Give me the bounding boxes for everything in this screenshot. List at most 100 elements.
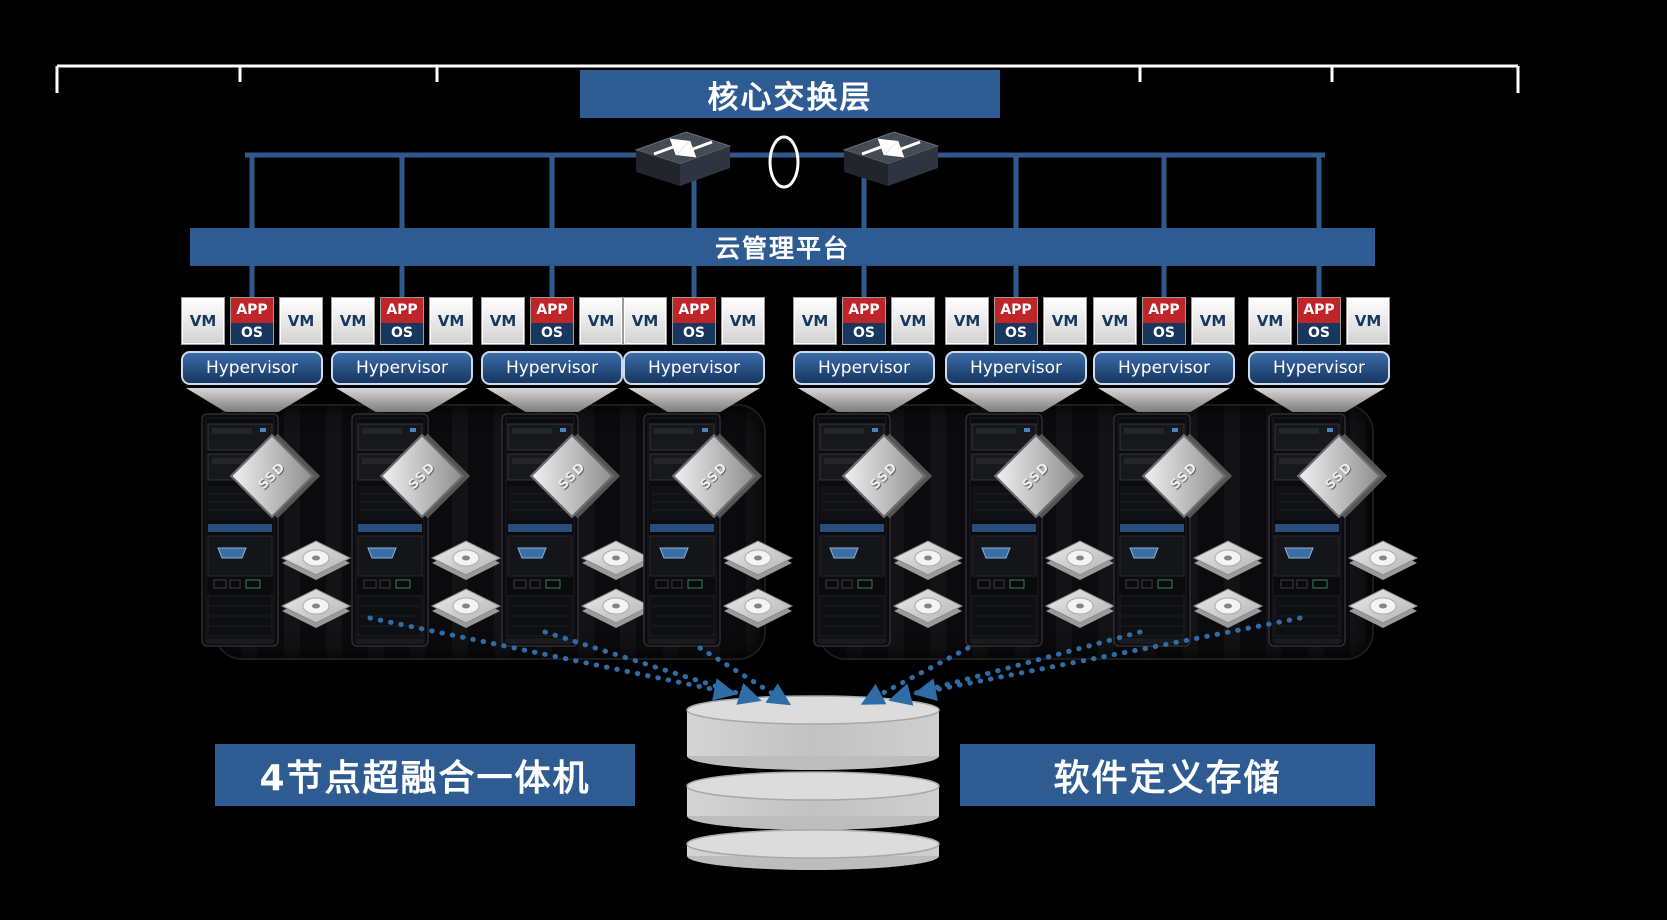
funnel-arrow-icon [186, 388, 318, 412]
node-group: VM APP OS VM Hypervisor [1093, 297, 1235, 412]
node-group: VM APP OS VM Hypervisor [1248, 297, 1390, 412]
os-label: OS [673, 322, 715, 344]
vm-label: VM [189, 312, 217, 330]
vm-label: VM [1199, 312, 1227, 330]
vm-label: VM [631, 312, 659, 330]
connector-lines [245, 152, 1325, 299]
funnel-arrow-icon [950, 388, 1082, 412]
hyperconverged-label: 4节点超融合一体机 [259, 758, 591, 799]
node-group: VM APP OS VM Hypervisor [793, 297, 935, 412]
sds-banner: 软件定义存储 [960, 744, 1375, 806]
ssd-label: SSD [1019, 459, 1053, 493]
vm-box: VM [181, 297, 225, 345]
ssd-label: SSD [867, 459, 901, 493]
hypervisor-label: Hypervisor [647, 358, 741, 378]
core-switch-icon [844, 132, 938, 186]
os-label: OS [995, 322, 1037, 344]
vm-box: VM [579, 297, 623, 345]
vm-label: VM [953, 312, 981, 330]
funnel-arrow-icon [628, 388, 760, 412]
vm-box: VM [721, 297, 765, 345]
vm-box: VM [1191, 297, 1235, 345]
os-label: OS [1143, 322, 1185, 344]
os-label: OS [231, 322, 273, 344]
app-os-box: APP OS [230, 297, 274, 345]
vm-label: VM [1051, 312, 1079, 330]
app-label: APP [231, 298, 273, 323]
core-switch-label: 核心交换层 [707, 79, 873, 116]
ssd-label: SSD [405, 459, 439, 493]
vm-box: VM [331, 297, 375, 345]
hypervisor-bar: Hypervisor [945, 351, 1087, 385]
vm-box: VM [1346, 297, 1390, 345]
hypervisor-bar: Hypervisor [1248, 351, 1390, 385]
vm-label: VM [1256, 312, 1284, 330]
vm-box: VM [279, 297, 323, 345]
funnel-arrow-icon [486, 388, 618, 412]
storage-cylinder [686, 829, 940, 870]
hypervisor-bar: Hypervisor [481, 351, 623, 385]
ssd-label: SSD [1167, 459, 1201, 493]
hypervisor-label: Hypervisor [1272, 358, 1366, 378]
app-os-box: APP OS [842, 297, 886, 345]
hyperconverged-banner: 4节点超融合一体机 [215, 744, 635, 806]
app-label: APP [531, 298, 573, 323]
vm-label: VM [587, 312, 615, 330]
ssd-label: SSD [1322, 459, 1356, 493]
server-chassis-left [216, 406, 764, 658]
node-group: VM APP OS VM Hypervisor [623, 297, 765, 412]
app-label: APP [843, 298, 885, 323]
storage-cylinder-stack [686, 695, 940, 870]
hypervisor-label: Hypervisor [969, 358, 1063, 378]
vm-label: VM [801, 312, 829, 330]
app-os-box: APP OS [994, 297, 1038, 345]
node-group: VM APP OS VM Hypervisor [945, 297, 1087, 412]
vm-label: VM [339, 312, 367, 330]
hypervisor-bar: Hypervisor [623, 351, 765, 385]
app-os-box: APP OS [1297, 297, 1341, 345]
app-label: APP [1143, 298, 1185, 323]
hypervisor-bar: Hypervisor [793, 351, 935, 385]
server-chassis-right [820, 406, 1372, 658]
app-os-box: APP OS [1142, 297, 1186, 345]
vm-label: VM [489, 312, 517, 330]
vm-box: VM [945, 297, 989, 345]
ssd-label: SSD [555, 459, 589, 493]
hypervisor-bar: Hypervisor [1093, 351, 1235, 385]
vm-box: VM [891, 297, 935, 345]
os-label: OS [843, 322, 885, 344]
app-label: APP [381, 298, 423, 323]
hypervisor-label: Hypervisor [205, 358, 299, 378]
ssd-label: SSD [255, 459, 289, 493]
vm-label: VM [899, 312, 927, 330]
cloud-platform-label: 云管理平台 [714, 234, 850, 263]
sds-label: 软件定义存储 [1053, 758, 1282, 799]
storage-cylinder [686, 771, 940, 830]
app-os-box: APP OS [530, 297, 574, 345]
app-label: APP [673, 298, 715, 323]
funnel-arrow-icon [1253, 388, 1385, 412]
hypervisor-bar: Hypervisor [331, 351, 473, 385]
core-switch-banner: 核心交换层 [580, 70, 1000, 118]
hypervisor-label: Hypervisor [817, 358, 911, 378]
os-label: OS [381, 322, 423, 344]
vm-label: VM [1101, 312, 1129, 330]
app-label: APP [995, 298, 1037, 323]
vm-label: VM [287, 312, 315, 330]
vm-box: VM [429, 297, 473, 345]
hypervisor-label: Hypervisor [355, 358, 449, 378]
cloud-platform-banner: 云管理平台 [190, 228, 1375, 266]
vm-label: VM [437, 312, 465, 330]
ssd-label: SSD [697, 459, 731, 493]
os-label: OS [531, 322, 573, 344]
vm-box: VM [481, 297, 525, 345]
core-switch-icon [636, 132, 730, 186]
vm-box: VM [1043, 297, 1087, 345]
storage-cylinder [686, 695, 940, 770]
vm-box: VM [623, 297, 667, 345]
hypervisor-label: Hypervisor [505, 358, 599, 378]
app-os-box: APP OS [672, 297, 716, 345]
vm-label: VM [1354, 312, 1382, 330]
node-group: VM APP OS VM Hypervisor [331, 297, 473, 412]
